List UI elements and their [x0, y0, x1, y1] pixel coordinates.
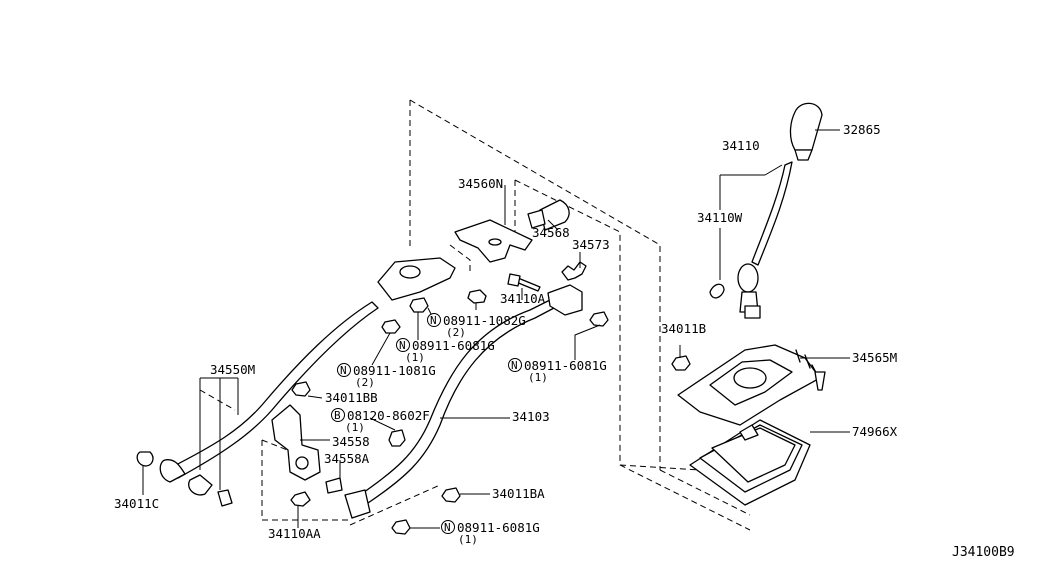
- part-qty: (2): [446, 326, 466, 339]
- leader-lines: [142, 129, 850, 529]
- part-number: 08911-1082G: [443, 313, 526, 328]
- spring-34573: [561, 261, 587, 281]
- shift-housing-34565m: [677, 344, 826, 426]
- bushing-34568: [527, 199, 570, 231]
- callout-34573: 34573: [572, 237, 610, 252]
- callout-34568: 34568: [532, 225, 570, 240]
- symbol-callout-08911-1081g: N 08911-1081G (2): [337, 363, 436, 389]
- part-number: 08911-6081G: [412, 338, 495, 353]
- part-qty: (1): [528, 371, 548, 384]
- part-qty: (2): [355, 376, 375, 389]
- catalog-code: J34100B9: [952, 545, 1015, 560]
- part-number: 08120-8602F: [347, 408, 430, 423]
- part-number: 08911-1081G: [353, 363, 436, 378]
- part-qty: (1): [458, 533, 478, 546]
- callout-34110w: 34110W: [697, 210, 743, 225]
- symbol-letter: N: [399, 339, 406, 352]
- bolt-34110a: [507, 273, 541, 292]
- callout-34110: 34110: [722, 138, 760, 153]
- callout-34560n: 34560N: [458, 176, 503, 191]
- callout-34011c: 34011C: [114, 496, 159, 511]
- callout-34110aa: 34110AA: [268, 526, 321, 541]
- nut-washer-parts: [136, 289, 609, 535]
- control-rod-34103: [344, 284, 583, 519]
- part-qty: (1): [345, 421, 365, 434]
- callout-34558: 34558: [332, 434, 370, 449]
- nut-34011b: [671, 355, 691, 371]
- symbol-callout-08911-1082g: N 08911-1082G (2): [427, 313, 526, 339]
- part-number: 08911-6081G: [524, 358, 607, 373]
- symbol-callout-08911-6081g-c: N 08911-6081G (1): [441, 520, 540, 546]
- callout-34103: 34103: [512, 409, 550, 424]
- symbol-letter: N: [444, 521, 451, 534]
- symbol-callout-08911-6081g-a: N 08911-6081G (1): [396, 338, 495, 364]
- assembly-boundary-lines: [199, 99, 751, 531]
- symbol-letter: N: [430, 314, 437, 327]
- symbol-letter: B: [334, 409, 341, 422]
- part-callouts: 32865 34110 34110W 34011B 34565M 74966X …: [114, 122, 898, 541]
- symbol-callout-08120-8602f: B 08120-8602F (1): [331, 408, 430, 434]
- callout-34011ba: 34011BA: [492, 486, 545, 501]
- callout-32865: 32865: [843, 122, 881, 137]
- boot-74966x: [689, 419, 811, 506]
- grommet-34110w: [709, 283, 725, 299]
- part-number: 08911-6081G: [457, 520, 540, 535]
- bracket-34560n: [454, 219, 533, 263]
- symbol-callout-08911-6081g-b: N 08911-6081G (1): [508, 358, 607, 384]
- callout-34110a: 34110A: [500, 291, 546, 306]
- part-qty: (1): [405, 351, 425, 364]
- shift-lever-34110: [737, 161, 793, 319]
- callout-74966x: 74966X: [852, 424, 898, 439]
- symbol-letter: N: [340, 364, 347, 377]
- knob-32865: [789, 102, 823, 161]
- callout-34550m: 34550M: [210, 362, 255, 377]
- callout-34011bb: 34011BB: [325, 390, 378, 405]
- symbol-callouts: N 08911-1082G (2) N 08911-6081G (1) N 08…: [331, 313, 607, 546]
- bracket-34558: [271, 404, 321, 481]
- callout-34558a: 34558A: [324, 451, 370, 466]
- callout-34565m: 34565M: [852, 350, 897, 365]
- shift-rod-34550m: [159, 257, 456, 483]
- callout-34011b: 34011B: [661, 321, 706, 336]
- symbol-letter: N: [511, 359, 518, 372]
